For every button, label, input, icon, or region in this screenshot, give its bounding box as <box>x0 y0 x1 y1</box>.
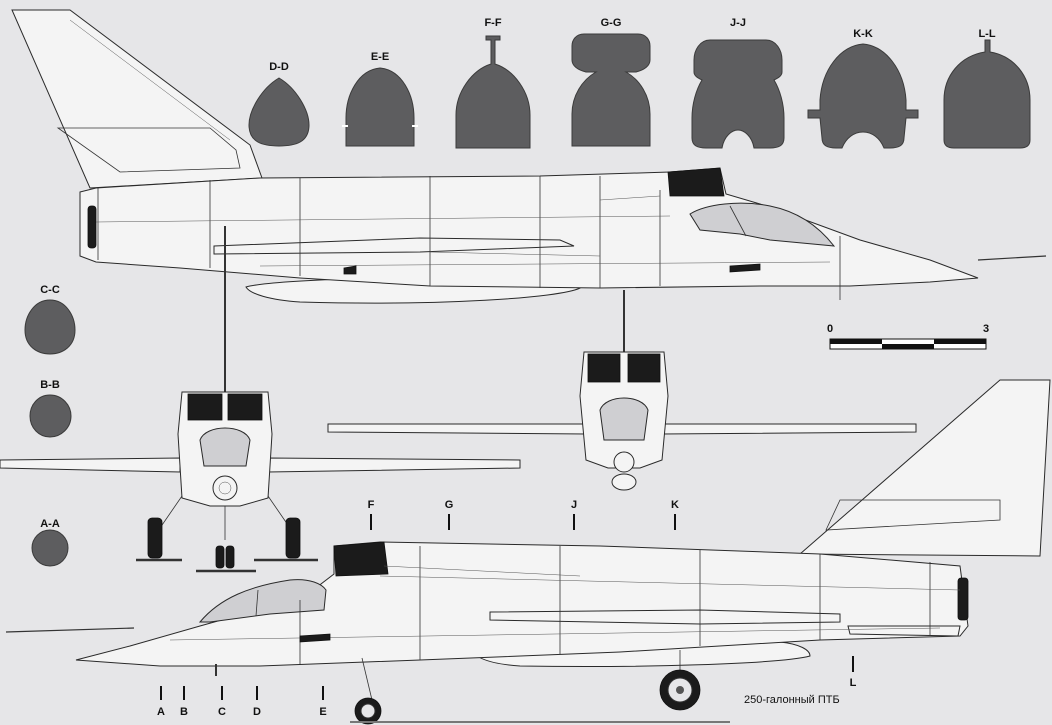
marker-e: E <box>319 686 327 718</box>
front-wing-right <box>267 457 521 473</box>
section-e-e-label: E-E <box>371 51 389 63</box>
fuselage-side <box>79 167 979 289</box>
section-b-b-label: B-B <box>40 379 60 391</box>
intake-upper <box>667 167 725 197</box>
section-l-l-shape <box>943 39 1031 149</box>
scale-start-label: 0 <box>827 323 833 335</box>
section-l-l: L-L <box>943 28 1031 149</box>
svg-text:L: L <box>850 677 857 689</box>
marker-g: G <box>445 499 454 530</box>
section-b-b-shape <box>29 394 72 438</box>
section-a-a: A-A <box>31 518 69 567</box>
section-f-f-shape <box>455 35 531 149</box>
canopy-upper <box>689 202 836 247</box>
section-f-f: F-F <box>455 17 531 149</box>
marker-c: C <box>218 686 226 718</box>
intake-lower <box>333 541 389 577</box>
svg-text:D: D <box>253 706 261 718</box>
svg-text:B: B <box>180 706 188 718</box>
section-c-c: C-C <box>24 284 76 355</box>
section-k-k-shape <box>807 43 919 149</box>
vertical-fin <box>11 9 263 189</box>
section-e-e: E-E <box>342 51 418 147</box>
section-g-g-label: G-G <box>601 17 622 29</box>
section-g-g: G-G <box>571 17 651 147</box>
section-f-f-label: F-F <box>484 17 501 29</box>
clean-wing-right <box>661 423 917 435</box>
section-d-d-shape <box>248 77 310 147</box>
fuselage-side-lower <box>75 541 969 667</box>
section-g-g-shape <box>571 33 651 147</box>
section-c-c-shape <box>24 299 76 355</box>
section-j-j-shape <box>691 39 785 149</box>
svg-text:C: C <box>218 706 226 718</box>
section-j-j: J-J <box>691 17 785 149</box>
canopy-lower <box>198 579 327 623</box>
svg-text:E: E <box>319 706 326 718</box>
marker-j: J <box>571 499 577 530</box>
scale-bar: 0 3 <box>827 323 989 350</box>
side-view-lower <box>5 379 1051 725</box>
marker-f: F <box>368 499 375 530</box>
section-b-b: B-B <box>29 379 72 438</box>
section-a-a-shape <box>31 529 69 567</box>
front-wing-left <box>0 457 181 473</box>
side-view-upper <box>11 9 1047 304</box>
marker-k: K <box>671 499 679 530</box>
marker-l: L <box>850 656 857 689</box>
svg-text:F: F <box>368 499 375 511</box>
section-c-c-label: C-C <box>40 284 60 296</box>
marker-b: B <box>180 686 188 718</box>
svg-text:J: J <box>571 499 577 511</box>
svg-text:G: G <box>445 499 454 511</box>
section-k-k: K-K <box>807 28 919 149</box>
section-d-d: D-D <box>248 61 310 147</box>
section-a-a-label: A-A <box>40 518 60 530</box>
marker-a: A <box>157 686 165 718</box>
section-d-d-label: D-D <box>269 61 289 73</box>
marker-d: D <box>253 686 261 718</box>
svg-text:A: A <box>157 706 165 718</box>
scale-end-label: 3 <box>983 323 989 335</box>
clean-wing-left <box>327 423 587 435</box>
svg-text:K: K <box>671 499 679 511</box>
vertical-fin-lower <box>798 379 1051 557</box>
station-markers: F G J K A B C D <box>157 499 857 718</box>
front-view-clean <box>327 290 917 491</box>
section-k-k-label: K-K <box>853 28 873 40</box>
section-e-e-shape <box>345 67 415 147</box>
front-view-gear-down <box>0 226 521 573</box>
section-l-l-label: L-L <box>978 28 995 40</box>
section-j-j-label: J-J <box>730 17 746 29</box>
drop-tank-caption: 250-галонный ПТБ <box>744 694 840 706</box>
